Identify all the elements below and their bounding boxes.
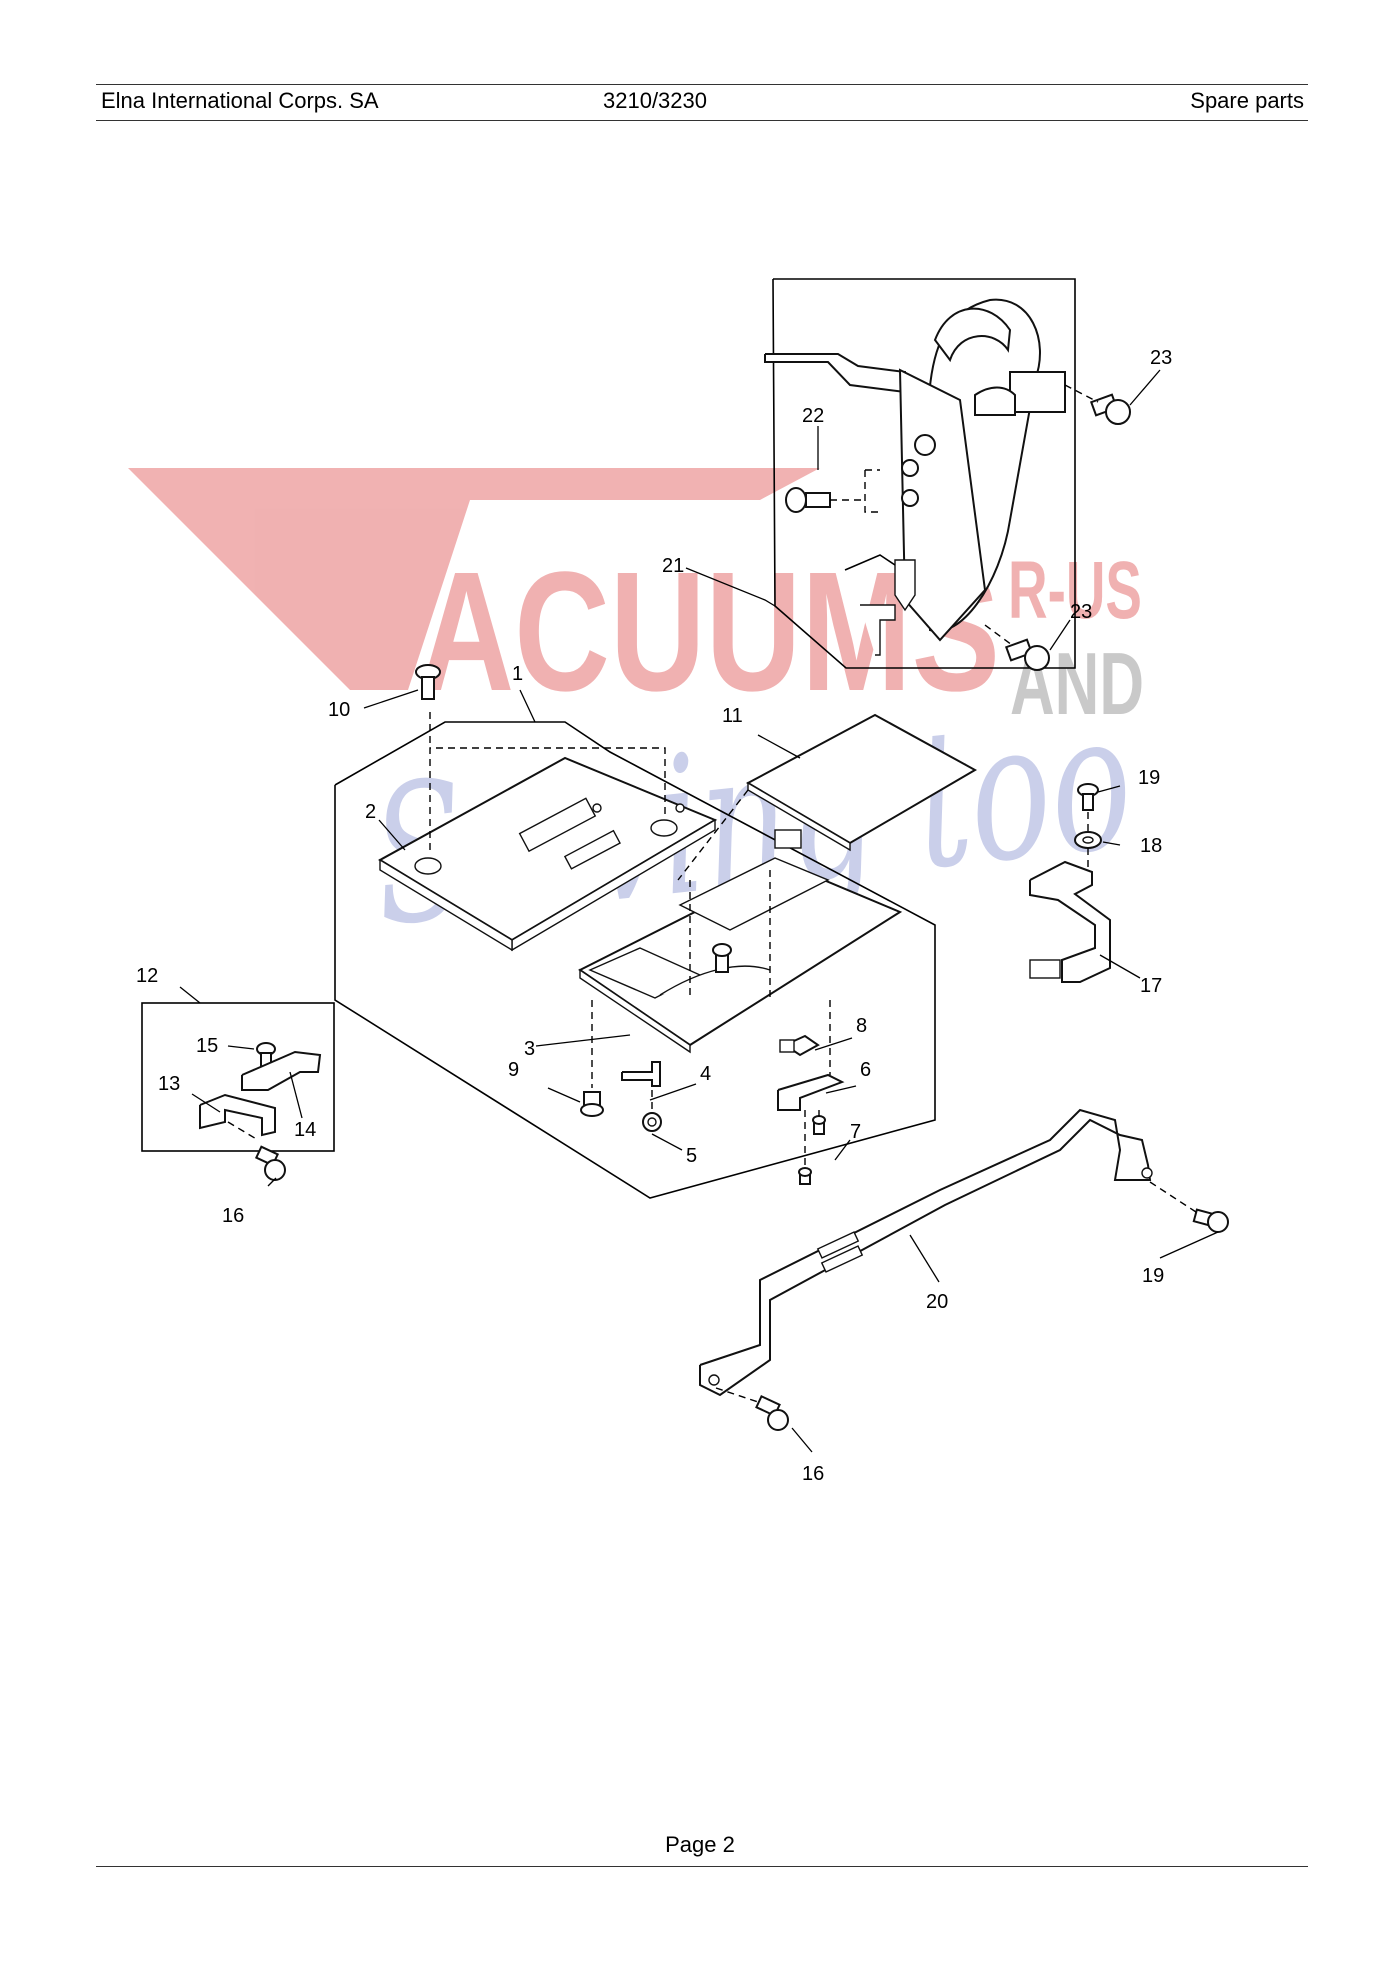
part-17-bracket — [1029, 860, 1111, 983]
screw-16-lower — [755, 1395, 789, 1431]
callout-21: 21 — [662, 555, 684, 577]
callout-19-lower: 19 — [1142, 1265, 1164, 1287]
part-13-bracket — [199, 1093, 276, 1137]
part-14-lever — [241, 1050, 322, 1091]
footer-page-number: Page 2 — [665, 1832, 735, 1857]
callout-5: 5 — [686, 1145, 697, 1167]
callout-23-bottom: 23 — [1070, 601, 1092, 623]
screw-16-left — [254, 1145, 286, 1181]
part-3-feed-plate — [578, 829, 903, 1054]
part-6-spring — [777, 1073, 845, 1111]
part-18-washer — [1074, 831, 1102, 849]
part-20-rail — [699, 1108, 1153, 1397]
callout-20: 20 — [926, 1291, 948, 1313]
watermark-vacuums-text: VACUUMS — [340, 537, 1000, 727]
screw-7-lower — [798, 1167, 812, 1185]
header-rule-top — [96, 84, 1308, 85]
header-company: Elna International Corps. SA — [101, 88, 379, 113]
callout-18: 18 — [1140, 835, 1162, 857]
header-model: 3210/3230 — [603, 88, 707, 113]
header-rule-bottom — [96, 120, 1308, 121]
header-section: Spare parts — [1190, 88, 1304, 113]
part-21-motor-assembly — [764, 278, 1131, 671]
screw-23-top — [1089, 393, 1131, 425]
callout-10: 10 — [328, 699, 350, 721]
part-4-bracket — [621, 1061, 661, 1087]
watermark-v-shape — [128, 468, 820, 690]
callout-12: 12 — [136, 965, 158, 987]
callout-14: 14 — [294, 1119, 316, 1141]
screw-22 — [785, 487, 831, 513]
callout-15: 15 — [196, 1035, 218, 1057]
part-12-assembly — [141, 1002, 335, 1152]
screw-19-upper — [1077, 783, 1099, 811]
screw-19-lower — [1192, 1208, 1229, 1233]
callout-4: 4 — [700, 1063, 711, 1085]
footer-rule — [96, 1866, 1308, 1867]
part-11-cover — [745, 713, 978, 852]
part-2-needle-plate — [378, 756, 718, 952]
callout-16-bottom: 16 — [802, 1463, 824, 1485]
callout-3: 3 — [524, 1038, 535, 1060]
callout-23-top: 23 — [1150, 347, 1172, 369]
screw-9 — [580, 1091, 604, 1117]
callout-1: 1 — [512, 663, 523, 685]
callout-8: 8 — [856, 1015, 867, 1037]
callout-2: 2 — [365, 801, 376, 823]
callout-19-upper: 19 — [1138, 767, 1160, 789]
callout-6: 6 — [860, 1059, 871, 1081]
screw-10 — [415, 664, 441, 700]
callout-9: 9 — [508, 1059, 519, 1081]
screw-7-upper — [812, 1115, 826, 1135]
part-8-guide — [779, 1034, 820, 1057]
callout-13: 13 — [158, 1073, 180, 1095]
callout-16-left: 16 — [222, 1205, 244, 1227]
part-1-bed-frame — [334, 721, 936, 1199]
callout-17: 17 — [1140, 975, 1162, 997]
part-5-e-ring — [642, 1112, 662, 1132]
callout-22: 22 — [802, 405, 824, 427]
callout-11: 11 — [722, 705, 743, 727]
callout-7: 7 — [850, 1121, 861, 1143]
screw-23-bottom — [1004, 638, 1050, 671]
